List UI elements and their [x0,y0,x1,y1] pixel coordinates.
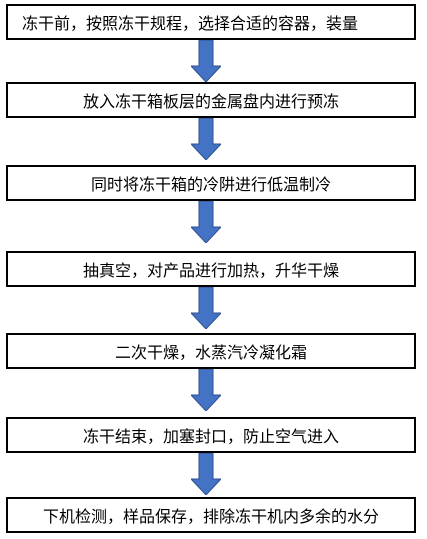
arrow-down-icon [191,40,221,82]
arrow-down-icon [191,287,221,329]
arrow-down-icon [191,453,221,495]
step-5-box: 二次干燥，水蒸汽冷凝化霜 [6,333,416,369]
arrow-down-icon [191,369,221,411]
step-1-box: 冻干前，按照冻干规程，选择合适的容器，装量 [6,4,416,40]
step-3-box: 同时将冻干箱的冷阱进行低温制冷 [6,165,416,201]
arrow-down-icon [191,201,221,243]
step-2-box: 放入冻干箱板层的金属盘内进行预冻 [6,82,416,118]
step-6-box: 冻干结束，加塞封口，防止空气进入 [6,417,416,453]
step-4-label: 抽真空，对产品进行加热，升华干燥 [82,261,339,280]
arrow-down-icon [191,118,221,160]
step-4-box: 抽真空，对产品进行加热，升华干燥 [6,251,416,287]
step-5-label: 二次干燥，水蒸汽冷凝化霜 [114,343,307,362]
step-6-label: 冻干结束，加塞封口，防止空气进入 [82,427,339,446]
step-3-label: 同时将冻干箱的冷阱进行低温制冷 [90,175,331,194]
step-2-label: 放入冻干箱板层的金属盘内进行预冻 [82,92,339,111]
step-1-label: 冻干前，按照冻干规程，选择合适的容器，装量 [22,14,359,33]
step-7-label: 下机检测，样品保存，排除冻干机内多余的水分 [42,507,379,526]
step-7-box: 下机检测，样品保存，排除冻干机内多余的水分 [6,497,416,533]
